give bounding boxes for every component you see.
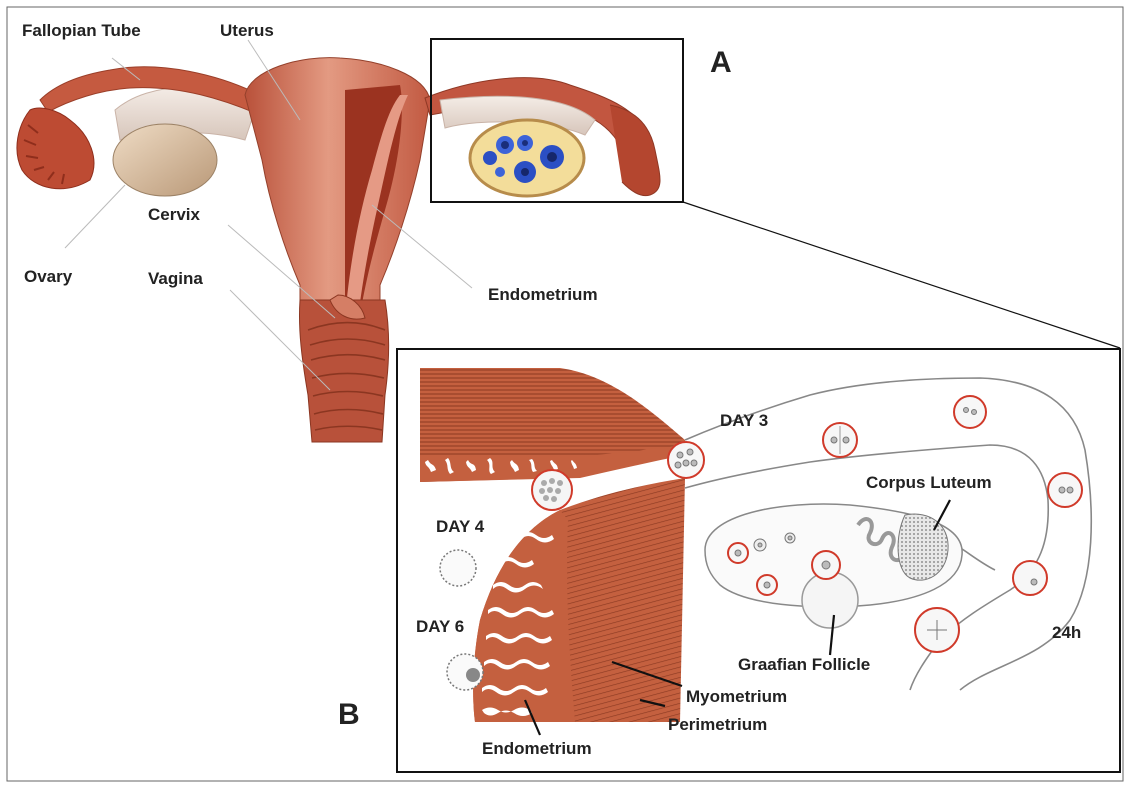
panel-b-letter: B (338, 700, 360, 730)
graafian-follicle-body (802, 572, 858, 628)
label-perimetrium: Perimetrium (668, 716, 767, 733)
label-corpus-luteum: Corpus Luteum (866, 474, 992, 491)
label-endometrium-a: Endometrium (488, 286, 598, 303)
left-ovary (113, 124, 217, 196)
label-ovary: Ovary (24, 268, 72, 285)
left-fimbriae (17, 108, 94, 189)
label-day4: DAY 4 (436, 518, 484, 535)
label-day3: DAY 3 (720, 412, 768, 429)
label-uterus: Uterus (220, 22, 274, 39)
label-fallopian-tube: Fallopian Tube (22, 22, 141, 39)
panel-a-letter: A (710, 48, 732, 78)
label-24h: 24h (1052, 624, 1081, 641)
four-cell-stage (954, 396, 986, 428)
label-myometrium: Myometrium (686, 688, 787, 705)
zoom-connector (683, 202, 1120, 348)
label-graafian-follicle: Graafian Follicle (738, 656, 870, 673)
blastocyst-day4 (440, 550, 476, 586)
label-endometrium-b: Endometrium (482, 740, 592, 757)
fertilized-ovum (1013, 561, 1047, 595)
inner-cell-mass (466, 668, 480, 682)
label-vagina: Vagina (148, 270, 203, 287)
label-day6: DAY 6 (416, 618, 464, 635)
right-fimbriae (610, 105, 660, 196)
vagina (299, 300, 388, 442)
label-cervix: Cervix (148, 206, 200, 223)
